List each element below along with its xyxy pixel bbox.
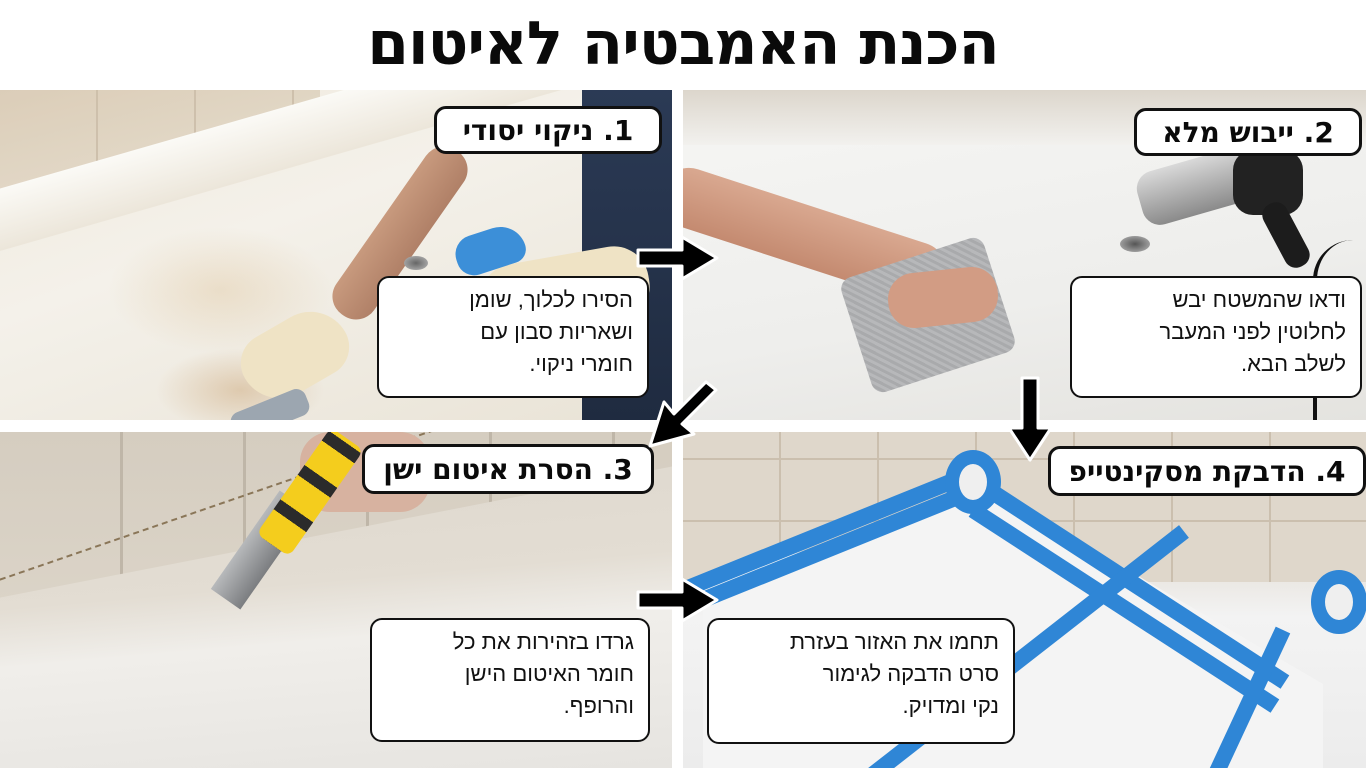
- step-3-description: גרדו בזהירות את כל חומר האיטום הישן והרו…: [370, 618, 650, 742]
- step-3-description-line: והרופף.: [563, 693, 634, 718]
- arrow-right-icon: [636, 234, 720, 282]
- drain: [404, 256, 428, 270]
- arrow-down-icon: [1006, 376, 1054, 462]
- step-3-description-line: גרדו בזהירות את כל: [452, 629, 634, 654]
- arrow-down-left-icon: [646, 380, 720, 450]
- step-3-title: 3. הסרת איטום ישן: [362, 444, 654, 494]
- step-2-title: 2. ייבוש מלא: [1134, 108, 1362, 156]
- step-2-panel: 2. ייבוש מלא ודאו שהמשטח יבש לחלוטין לפנ…: [683, 90, 1366, 420]
- step-3-description-line: חומר האיטום הישן: [464, 661, 634, 686]
- step-2-description-line: לשלב הבא.: [1240, 351, 1346, 376]
- step-1-panel: 1. ניקוי יסודי הסירו לכלוך, שומן ושאריות…: [0, 90, 672, 420]
- hair-dryer-handle: [1258, 197, 1314, 273]
- step-2-description: ודאו שהמשטח יבש לחלוטין לפני המעבר לשלב …: [1070, 276, 1362, 398]
- tape-roll: [1311, 570, 1366, 634]
- step-1-description: הסירו לכלוך, שומן ושאריות סבון עם חומרי …: [377, 276, 649, 398]
- step-4-description-line: סרט הדבקה לגימור: [822, 661, 999, 686]
- page-title: הכנת האמבטיה לאיטום: [0, 0, 1366, 88]
- arrow-right-icon: [636, 576, 720, 624]
- step-4-panel: 4. הדבקת מסקינטייפ תחמו את האזור בעזרת ס…: [683, 432, 1366, 768]
- step-1-description-line: חומרי ניקוי.: [529, 351, 633, 376]
- step-1-title: 1. ניקוי יסודי: [434, 106, 662, 154]
- step-2-description-line: לחלוטין לפני המעבר: [1159, 319, 1346, 344]
- step-4-description-line: תחמו את האזור בעזרת: [789, 629, 999, 654]
- tape-roll: [945, 450, 1001, 514]
- step-4-description-line: נקי ומדויק.: [902, 693, 999, 718]
- step-1-description-line: ושאריות סבון עם: [480, 319, 633, 344]
- drain: [1120, 236, 1150, 252]
- step-2-description-line: ודאו שהמשטח יבש: [1172, 287, 1346, 312]
- step-4-description: תחמו את האזור בעזרת סרט הדבקה לגימור נקי…: [707, 618, 1015, 744]
- step-3-panel: 3. הסרת איטום ישן גרדו בזהירות את כל חומ…: [0, 432, 672, 768]
- step-1-description-line: הסירו לכלוך, שומן: [469, 287, 633, 312]
- step-4-title: 4. הדבקת מסקינטייפ: [1048, 446, 1366, 496]
